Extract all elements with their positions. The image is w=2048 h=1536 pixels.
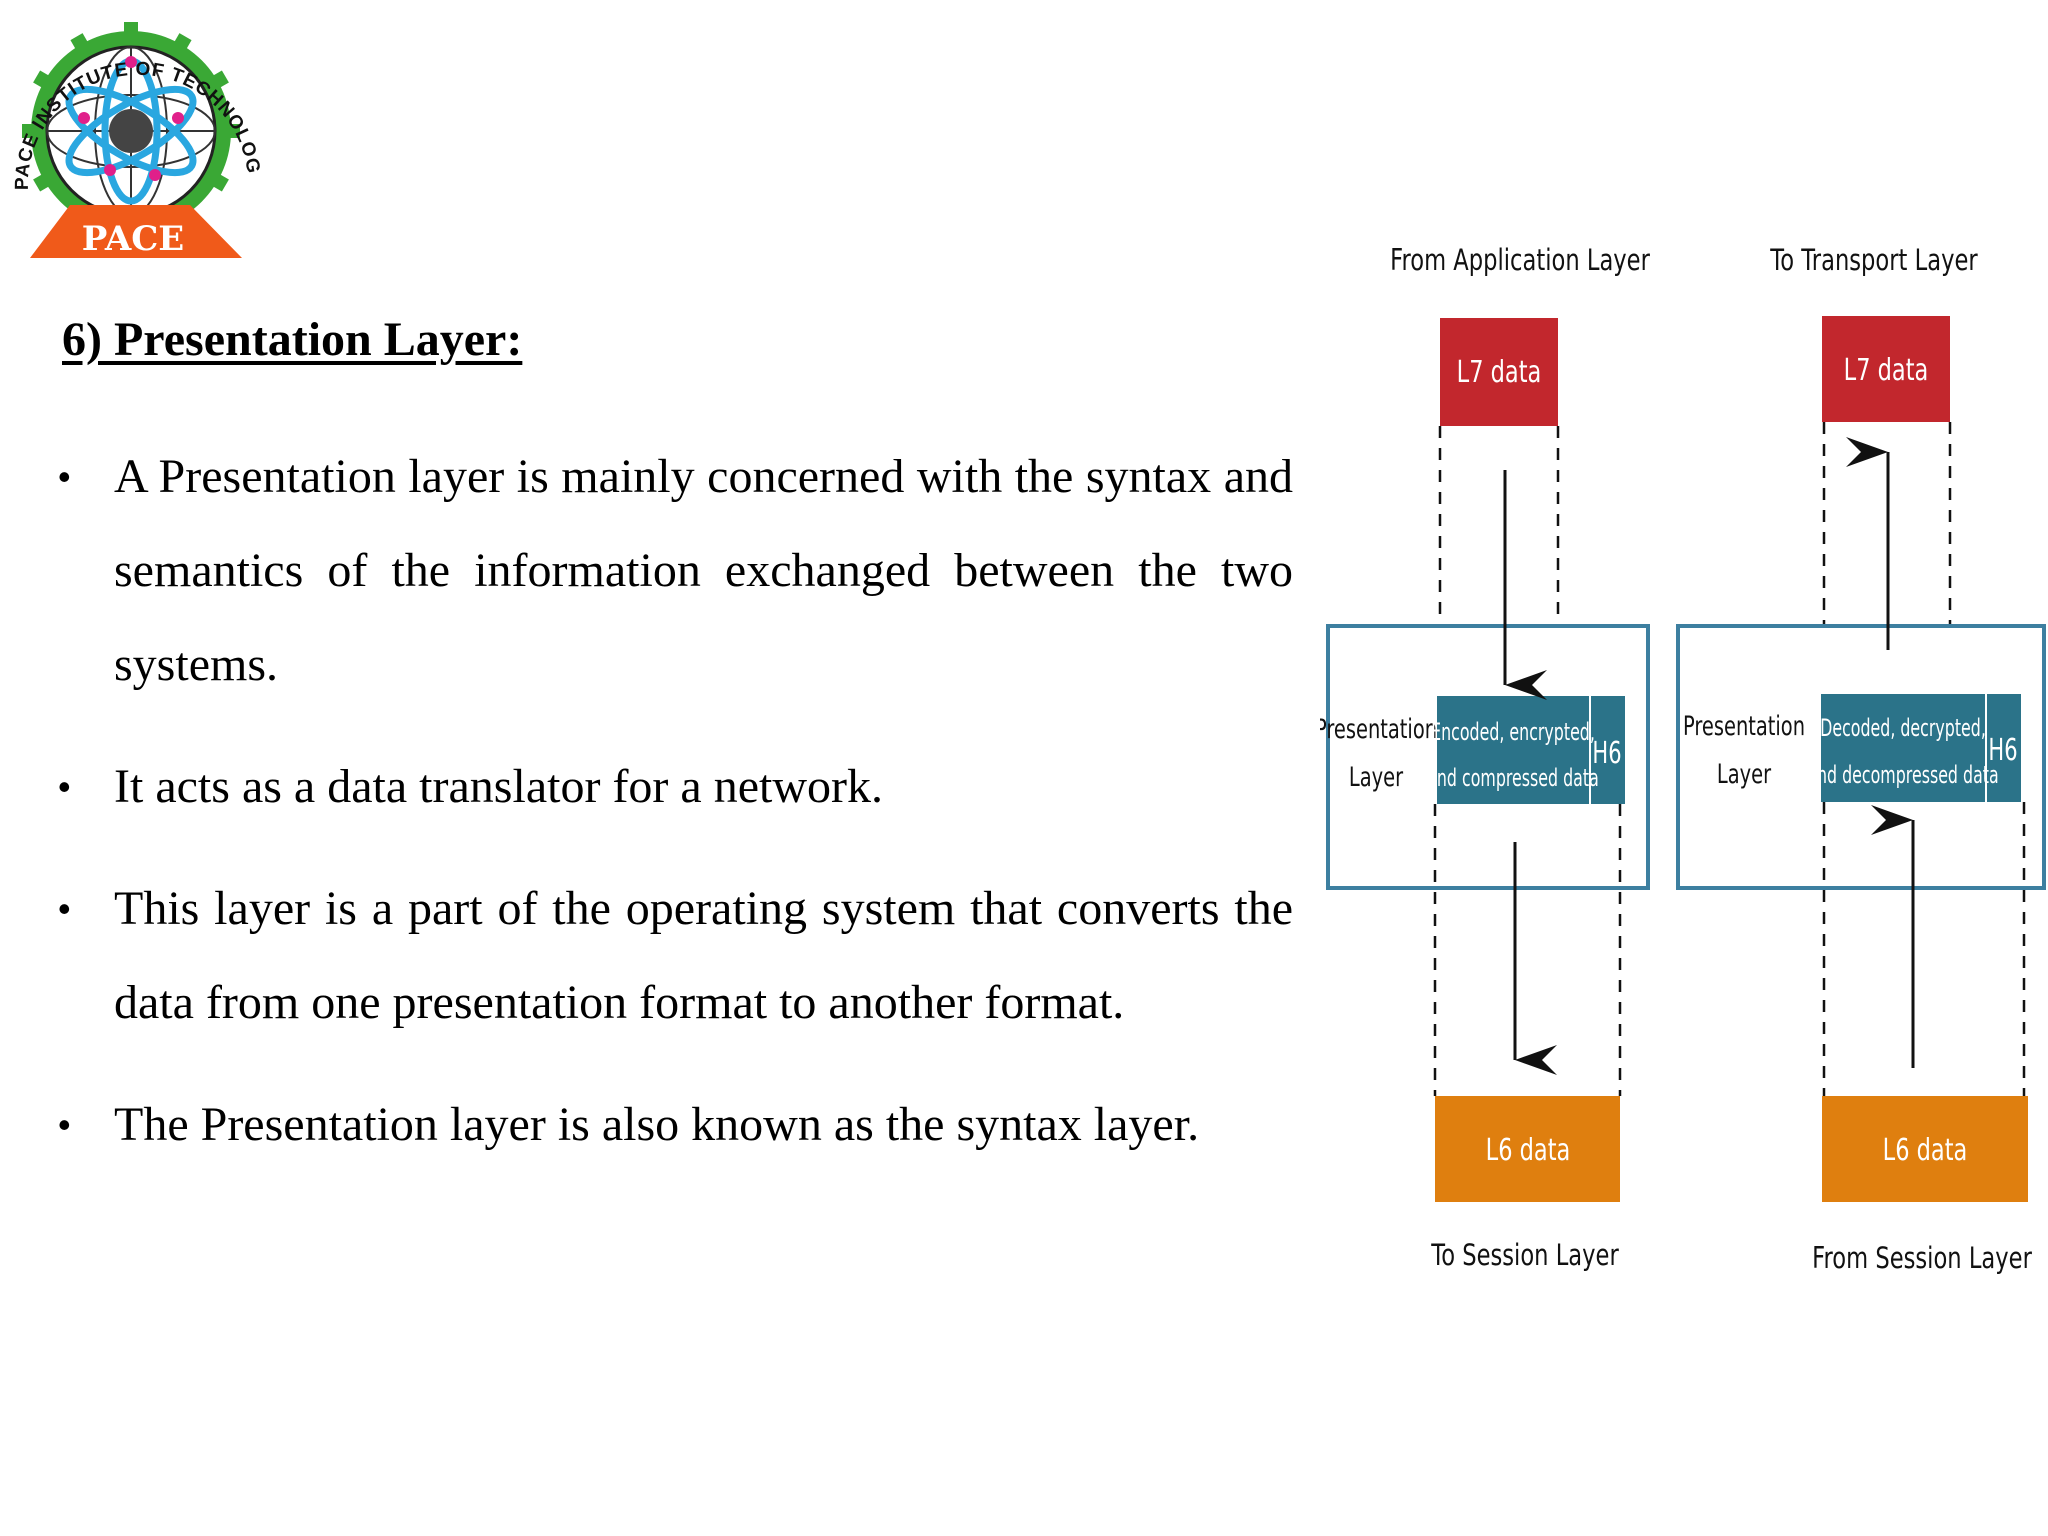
sender-bottom-label: To Session Layer: [1430, 1239, 1619, 1272]
logo-banner: [30, 205, 242, 258]
sender-top-label: From Application Layer: [1390, 244, 1650, 277]
receiver-l6-block: [1822, 1096, 2028, 1202]
sender-processed-label: and compressed data: [1427, 764, 1599, 792]
receiver-processed-label: and decompressed data: [1807, 761, 1998, 789]
bullet-item: The Presentation layer is also known as …: [58, 1078, 1293, 1172]
bullet-item: This layer is a part of the operating sy…: [58, 862, 1293, 1050]
receiver-processed-block: [1821, 694, 2021, 802]
sender-header-label: H6: [1592, 736, 1621, 771]
receiver-l6-label: L6 data: [1883, 1133, 1968, 1168]
receiver-l7-block: [1822, 316, 1950, 422]
receiver-top-label: To Transport Layer: [1769, 244, 1977, 277]
receiver-l7-label: L7 data: [1844, 353, 1929, 388]
receiver-layer-label: Presentation: [1683, 710, 1805, 742]
sender-side: From Application Layer L7 data Presentat…: [1320, 244, 1650, 1272]
receiver-header-label: H6: [1988, 733, 2017, 768]
sender-processed-label: Encoded, encrypted,: [1431, 718, 1595, 746]
sender-l7-label: L7 data: [1457, 355, 1542, 390]
sender-processed-block: [1437, 696, 1625, 804]
atom-dot-icon: [78, 56, 184, 181]
bullet-item: A Presentation layer is mainly concerned…: [58, 430, 1293, 712]
logo-banner-text: PACE: [82, 219, 184, 259]
receiver-side: To Transport Layer L7 data Presentation …: [1676, 244, 2046, 1276]
slide-title: 6) Presentation Layer:: [62, 313, 523, 366]
presentation-layer-diagram: From Application Layer L7 data Presentat…: [1320, 244, 2046, 1276]
receiver-bottom-label: From Session Layer: [1812, 1242, 2032, 1275]
bullet-list: A Presentation layer is mainly concerned…: [58, 430, 1293, 1200]
institute-logo: PACE PACE INSTITUTE OF TECHNOLOGY & SCIE…: [0, 0, 262, 259]
bullet-item: It acts as a data translator for a netwo…: [58, 740, 1293, 834]
receiver-layer-label: Layer: [1717, 758, 1771, 790]
receiver-processed-label: Decoded, decrypted,: [1820, 714, 1986, 742]
sender-l6-block: [1435, 1096, 1620, 1202]
emblem-icon: [109, 109, 153, 153]
sender-layer-label: Layer: [1349, 761, 1403, 793]
sender-layer-label: Presentation: [1320, 713, 1437, 745]
sender-l6-label: L6 data: [1486, 1133, 1571, 1168]
sender-l7-block: [1440, 318, 1558, 426]
